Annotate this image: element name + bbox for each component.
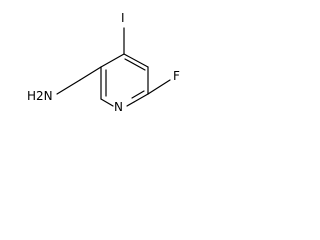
bond-c2-c3 (100, 53, 125, 68)
bonds (56, 27, 171, 107)
iodine-label: I (121, 11, 125, 25)
fluorine-label: F (173, 69, 180, 83)
bond-c5-c6-double (131, 90, 145, 99)
atom-labels: I F N H2N (27, 11, 180, 114)
bond-ch2-amine (56, 79, 81, 95)
bond-n1-c2 (100, 98, 114, 107)
ring-nitrogen-label: N (114, 100, 123, 114)
amine-label: H2N (27, 89, 53, 103)
structure-canvas: I F N H2N (0, 0, 210, 123)
molecule-diagram: I F N H2N (27, 11, 180, 114)
bond-c6-n1 (126, 101, 135, 107)
bond-c2-ch2 (79, 66, 102, 81)
bond-c5-fluorine (147, 79, 171, 95)
bond-c3-c4-double (124, 58, 146, 71)
bond-c5-c6 (133, 93, 149, 103)
bond-c3-c4 (123, 53, 149, 68)
